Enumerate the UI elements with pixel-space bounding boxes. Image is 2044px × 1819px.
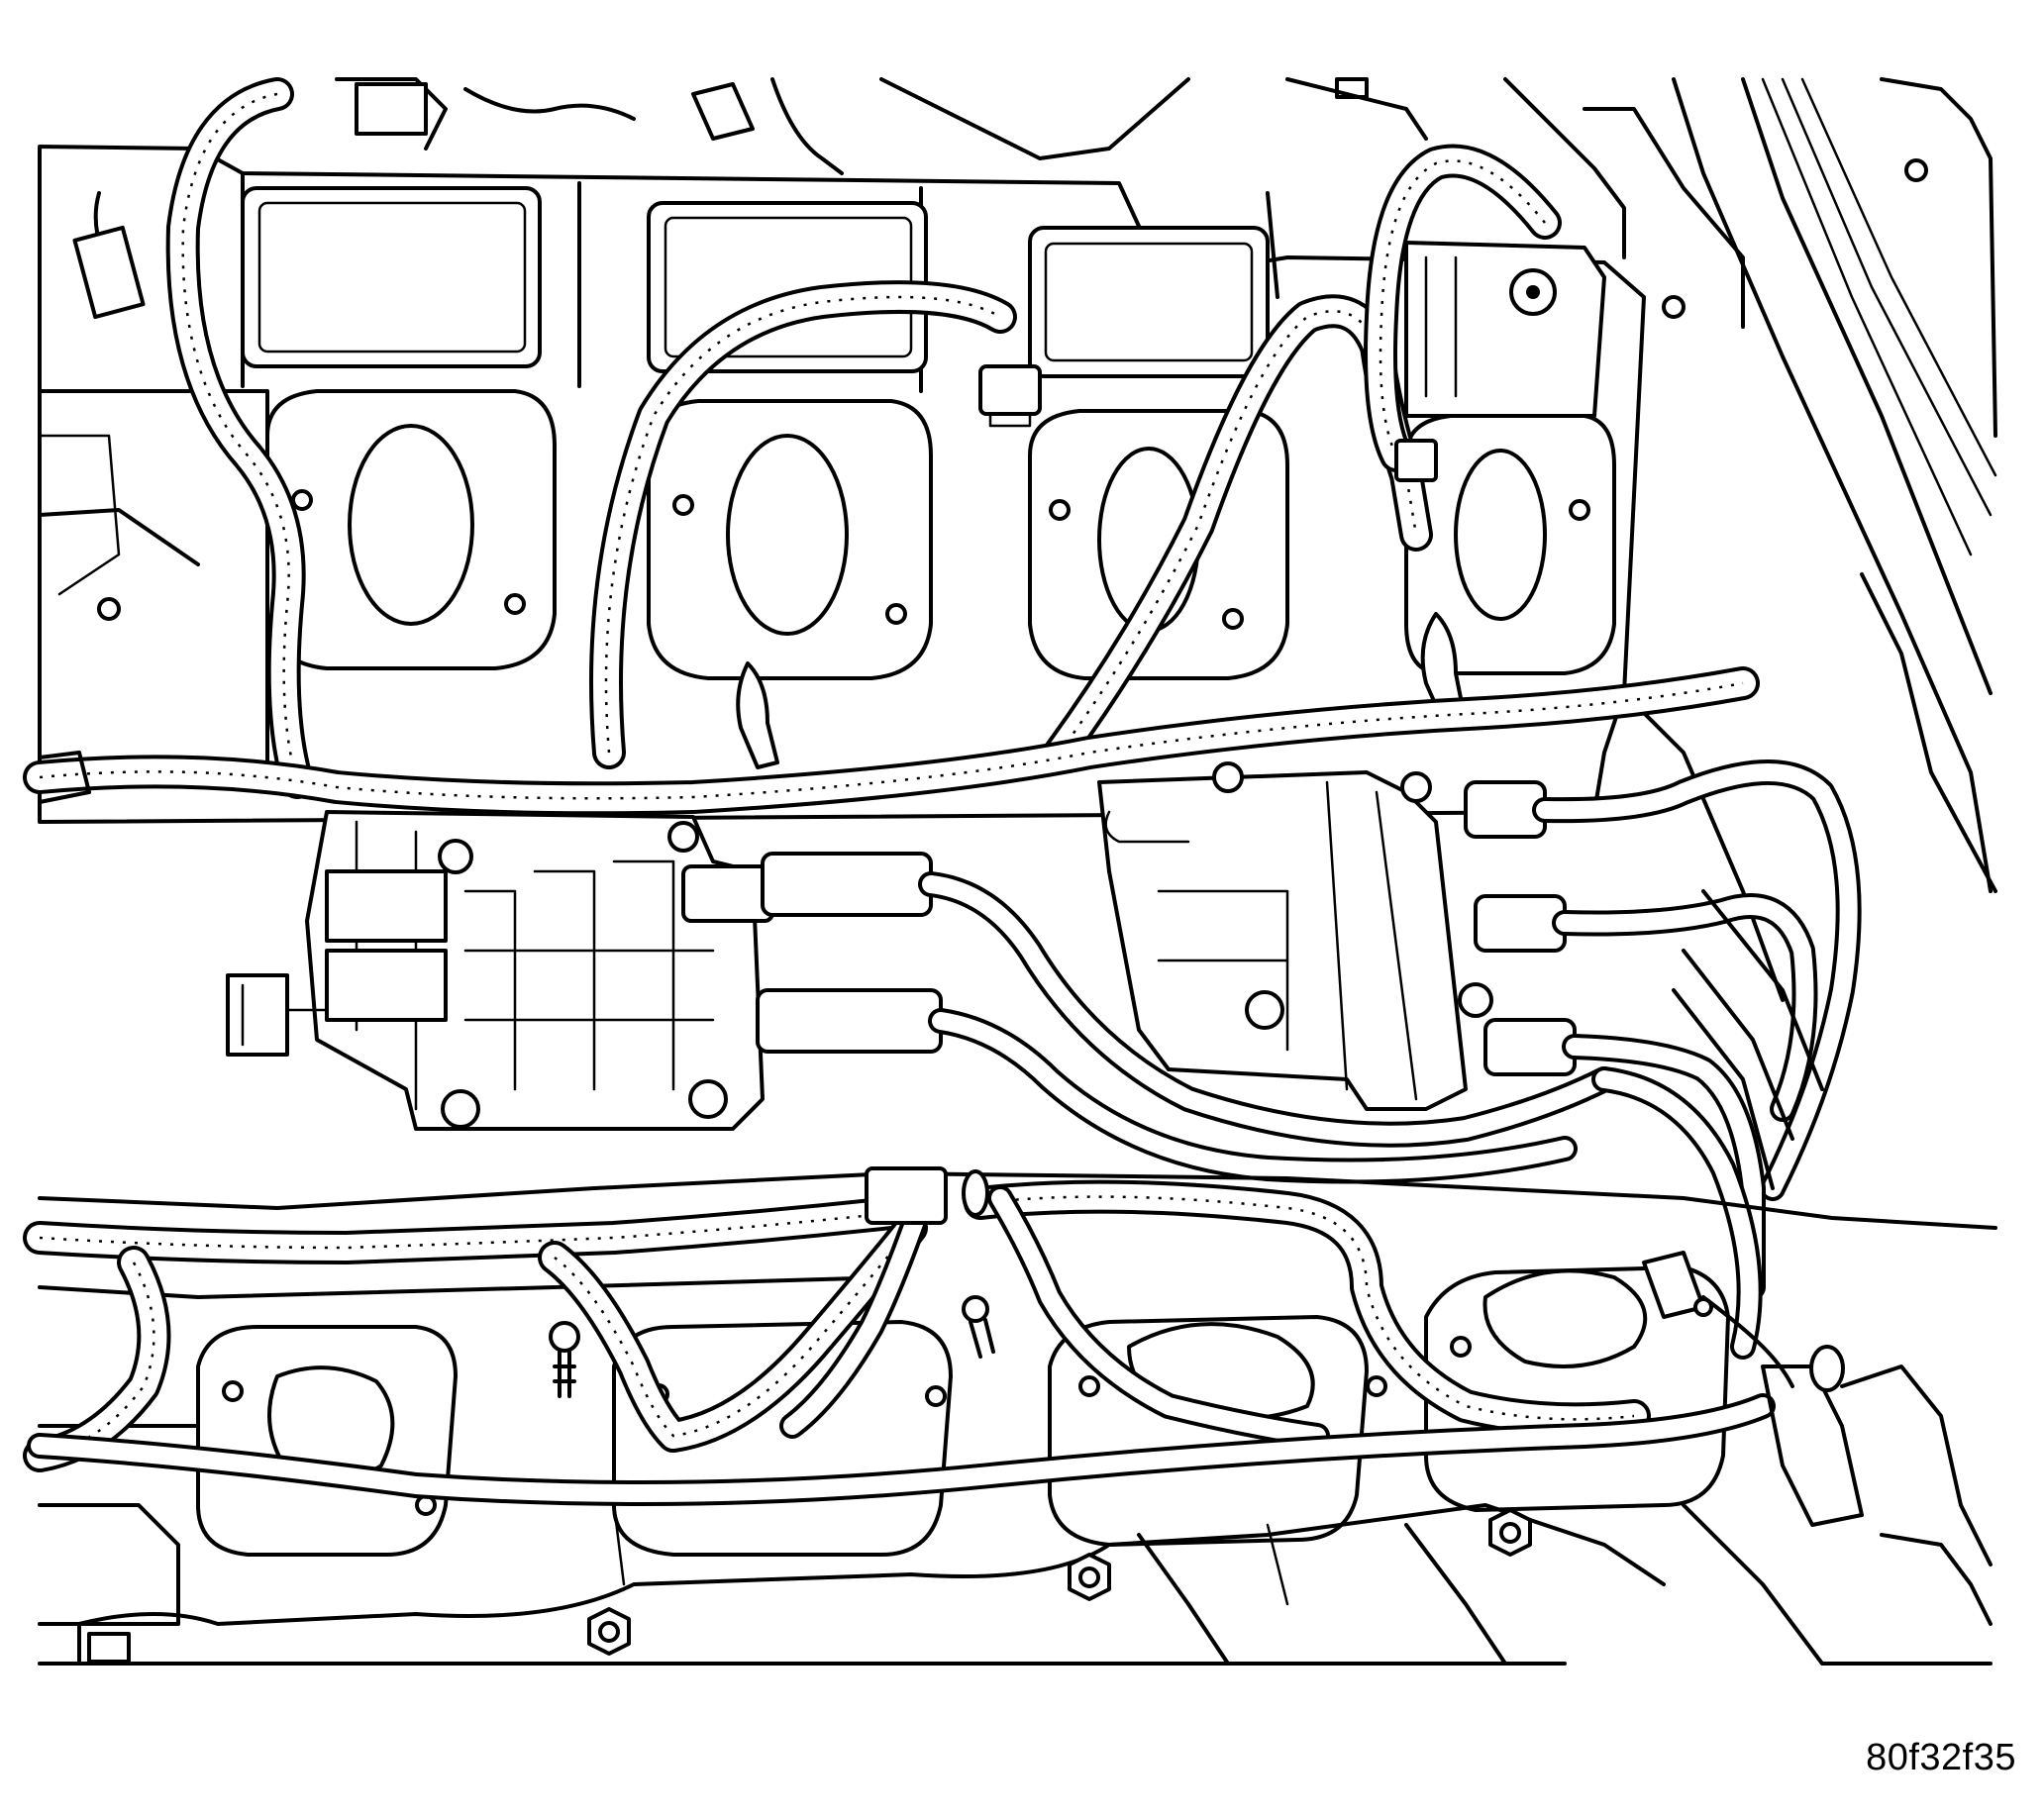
connector-icon (327, 871, 446, 941)
spark-plug-wires (931, 772, 1849, 1347)
intake-port-icon (198, 1327, 456, 1555)
upper-intake-ports (99, 391, 1614, 678)
figure-id-label: 80f32f35 (1866, 1737, 2016, 1778)
wiring-harness-icon (606, 297, 1000, 753)
bolt-icon (690, 1081, 726, 1117)
bolt-icon (1906, 160, 1926, 180)
intake-port-icon (649, 401, 931, 678)
left-ignition-coil-pack (228, 812, 941, 1129)
bolt-icon (964, 1297, 993, 1357)
fuel-rail (40, 1347, 1991, 1624)
bolt-icon (551, 1323, 578, 1396)
wiring-harness-icon (40, 683, 1743, 798)
main-wiring-harness (40, 683, 1743, 802)
intake-port-icon (1030, 411, 1287, 678)
bolt-icon (669, 823, 697, 851)
wiring-harness-icon (40, 1213, 891, 1248)
bolt-icon (1214, 763, 1242, 791)
wiring-harness-upper (183, 94, 1545, 782)
bolt-icon (589, 1609, 629, 1654)
right-bracket (1505, 79, 1995, 1000)
lower-block (40, 1505, 1991, 1664)
port-window-3 (1030, 228, 1268, 376)
ignition-coil-pack-icon (1099, 772, 1466, 1109)
connector-icon (327, 951, 446, 1020)
bolt-icon (1402, 773, 1430, 801)
connector-icon (228, 975, 287, 1055)
bolt-icon (1490, 1510, 1530, 1555)
intake-port-icon (1406, 416, 1614, 673)
right-ignition-coil-pack (1099, 763, 1575, 1109)
wiring-harness-icon (183, 94, 297, 782)
wiring-harness-icon (1380, 161, 1545, 456)
intake-port-icon (267, 391, 555, 668)
wiring-harness-icon (980, 1197, 1634, 1420)
connector-icon (74, 228, 143, 317)
bolt-icon (440, 841, 471, 872)
connector-icon (693, 84, 753, 139)
connector-icon (867, 1168, 946, 1223)
bolt-icon (443, 1091, 478, 1127)
bolt-icon (1070, 1555, 1109, 1599)
top-connectors (74, 79, 1426, 317)
bolt-icon (1460, 984, 1491, 1016)
connector-icon (357, 84, 426, 134)
bolt-icon (1247, 992, 1282, 1028)
wiring-harness-icon (555, 1228, 911, 1436)
port-window-1 (243, 188, 540, 366)
connector-icon (980, 366, 1040, 414)
